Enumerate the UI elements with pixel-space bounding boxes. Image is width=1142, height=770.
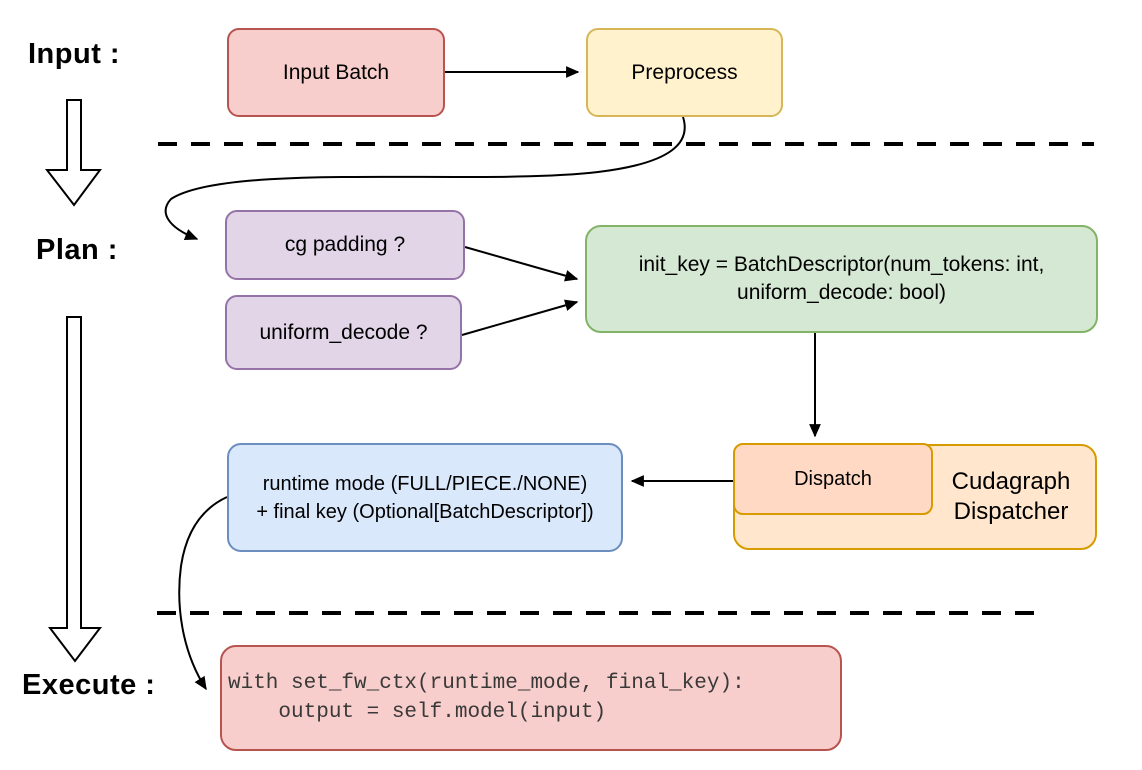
node-runtime-mode: runtime mode (FULL/PIECE./NONE) + final … <box>227 443 623 552</box>
arrow-cg-padding-to-init-key <box>464 246 579 282</box>
node-init-key-label-line1: init_key = BatchDescriptor(num_tokens: i… <box>638 253 1045 276</box>
node-dispatch-label: Dispatch <box>794 468 872 490</box>
arrow-runtime-mode-to-execute-code <box>178 496 228 691</box>
node-uniform-decode-label: uniform_decode ? <box>259 320 428 344</box>
stage-label-input: Input : <box>28 38 121 70</box>
cudagraph-dispatcher-label-line2: Dispatcher <box>953 498 1069 525</box>
node-execute-code: with set_fw_ctx(runtime_mode, final_key)… <box>220 645 842 751</box>
node-cg-padding: cg padding ? <box>225 210 465 280</box>
stage-label-plan: Plan : <box>36 234 118 266</box>
execute-code-line1: with set_fw_ctx(runtime_mode, final_key)… <box>228 672 745 695</box>
cudagraph-dispatcher-text: Cudagraph Dispatcher <box>933 446 1089 548</box>
node-uniform-decode: uniform_decode ? <box>225 295 462 370</box>
cudagraph-dispatcher-label-line1: Cudagraph <box>951 468 1071 495</box>
node-runtime-mode-label-line1: runtime mode (FULL/PIECE./NONE) <box>262 472 588 495</box>
execute-code-line2: output = self.model(input) <box>228 701 607 724</box>
node-dispatch: Dispatch <box>733 443 933 515</box>
node-preprocess: Preprocess <box>586 28 783 117</box>
node-input-batch-label: Input Batch <box>282 60 390 84</box>
node-input-batch: Input Batch <box>227 28 445 117</box>
arrow-preprocess-to-cg-padding <box>164 116 686 241</box>
node-cg-padding-label: cg padding ? <box>284 233 406 256</box>
node-init-key-label-line2: uniform_decode: bool) <box>737 281 946 304</box>
stage-label-execute: Execute : <box>22 669 156 701</box>
node-init-key: init_key = BatchDescriptor(num_tokens: i… <box>585 225 1098 333</box>
arrow-uniform-decode-to-init-key <box>461 299 579 336</box>
node-runtime-mode-label-line2: + final key (Optional[BatchDescriptor]) <box>256 500 594 523</box>
node-preprocess-label: Preprocess <box>631 60 738 84</box>
stage-arrow-plan-to-execute <box>47 316 103 663</box>
stage-arrow-input-to-plan <box>44 99 102 207</box>
